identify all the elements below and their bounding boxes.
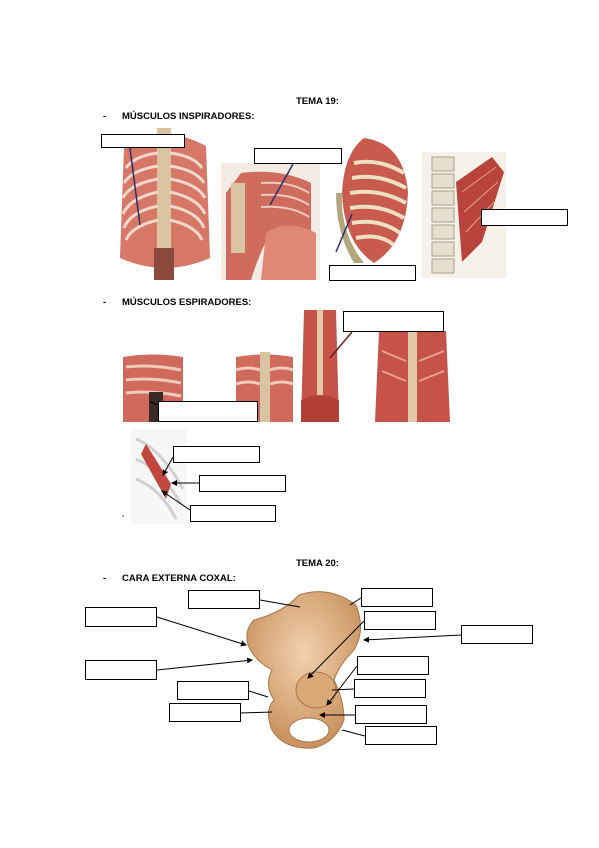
label-box-inspiradores-1[interactable] xyxy=(101,134,185,148)
thorax-posterior-image xyxy=(114,128,214,280)
diaphragm-image xyxy=(221,163,320,280)
label-box-inspiradores-3[interactable] xyxy=(329,265,416,281)
label-box-inspiradores-4[interactable] xyxy=(481,209,568,226)
coxal-label-left-4[interactable] xyxy=(169,703,241,722)
coxal-label-right-1[interactable] xyxy=(361,588,433,607)
coxal-label-left-2[interactable] xyxy=(85,660,157,680)
coxal-label-right-5[interactable] xyxy=(354,679,426,698)
page-small-mark: " xyxy=(122,516,125,522)
label-box-espiradores-2[interactable] xyxy=(343,311,444,332)
back-muscles-image-1 xyxy=(299,310,341,422)
heading-inspiradores: MÚSCULOS INSPIRADORES: xyxy=(122,111,255,122)
coxal-label-right-4[interactable] xyxy=(357,656,429,675)
coxal-label-top[interactable] xyxy=(188,590,260,609)
bullet-inspiradores: - xyxy=(103,111,107,122)
heading-espiradores: MÚSCULOS ESPIRADORES: xyxy=(122,297,252,308)
tema19-title: TEMA 19: xyxy=(296,96,339,107)
bullet-espiradores: - xyxy=(103,297,107,308)
coxal-label-right-2[interactable] xyxy=(364,611,436,630)
coxal-label-right-6[interactable] xyxy=(355,705,427,724)
label-box-espiradores-1[interactable] xyxy=(158,401,258,422)
coxal-bone-image xyxy=(244,590,366,750)
heading-coxal: CARA EXTERNA COXAL: xyxy=(122,573,236,584)
coxal-label-left-3[interactable] xyxy=(177,681,249,700)
back-muscles-image-2 xyxy=(374,331,451,422)
coxal-label-right-3[interactable] xyxy=(461,625,533,644)
bullet-coxal: - xyxy=(103,573,107,584)
label-box-espiradores-5[interactable] xyxy=(190,505,276,522)
label-box-espiradores-4[interactable] xyxy=(199,475,286,492)
tema20-title: TEMA 20: xyxy=(296,558,339,569)
intercostal-side-image xyxy=(131,429,187,524)
thorax-lateral-image xyxy=(334,133,410,266)
coxal-label-left-1[interactable] xyxy=(85,607,157,627)
label-box-inspiradores-2[interactable] xyxy=(254,148,342,164)
spine-levator-image xyxy=(422,152,506,278)
label-box-espiradores-3[interactable] xyxy=(173,446,260,463)
coxal-label-right-7[interactable] xyxy=(365,726,437,745)
